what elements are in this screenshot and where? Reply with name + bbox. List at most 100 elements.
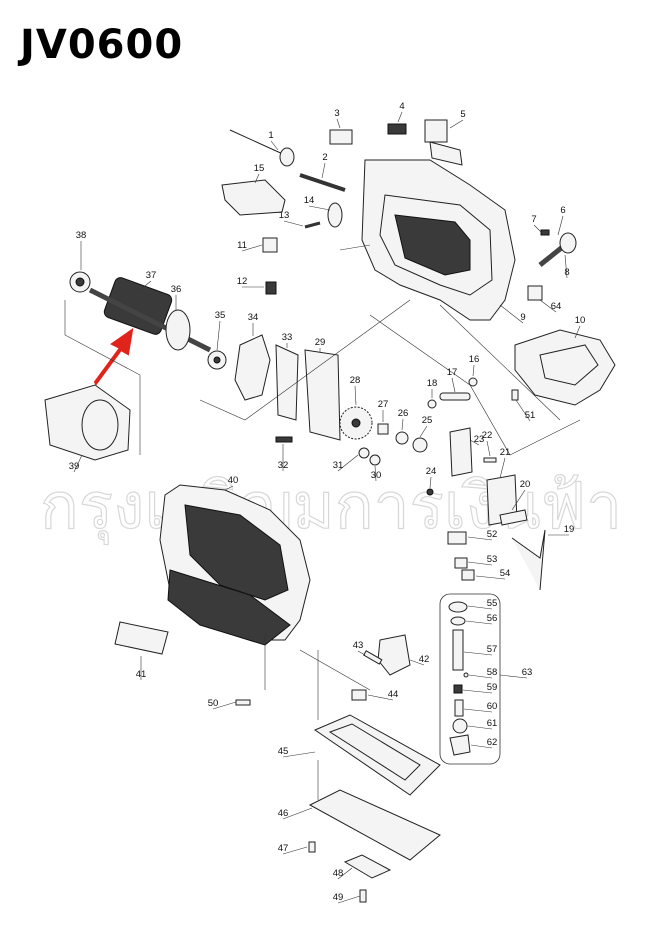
part-number-12: 12 — [237, 276, 248, 287]
part-number-39: 39 — [69, 461, 80, 472]
part-number-63: 63 — [522, 667, 533, 678]
part-number-32: 32 — [278, 460, 289, 471]
ball-58 — [463, 672, 469, 678]
leader-line-15 — [254, 173, 260, 184]
needle-bearing-27 — [377, 423, 389, 435]
leader-line-45 — [282, 751, 316, 758]
plunger-57 — [452, 629, 464, 671]
leader-line-64 — [539, 299, 557, 313]
leader-line-16 — [472, 364, 475, 377]
carbon-brush-12 — [265, 281, 277, 295]
leader-line-55 — [467, 605, 493, 610]
plate-20 — [499, 509, 528, 526]
part-number-64: 64 — [551, 301, 562, 312]
leader-line-54 — [475, 575, 506, 580]
o-ring-18 — [427, 399, 437, 409]
part-number-59: 59 — [487, 682, 498, 693]
ring-56 — [450, 616, 466, 626]
screw-50 — [235, 699, 251, 706]
washer-54 — [461, 569, 475, 581]
bearing-26 — [395, 431, 409, 445]
red-arrow — [93, 327, 134, 386]
leader-line-11 — [241, 244, 263, 252]
switch-cover-15 — [221, 179, 286, 216]
part-number-15: 15 — [254, 163, 265, 174]
part-number-35: 35 — [215, 310, 226, 321]
leader-line-44 — [367, 694, 394, 701]
part-number-21: 21 — [500, 447, 511, 458]
leader-line-13 — [283, 220, 304, 227]
connector-4 — [387, 123, 407, 135]
pin-43 — [363, 650, 383, 665]
leader-line-24 — [429, 476, 432, 489]
leader-line-10 — [574, 325, 581, 339]
leader-line-9 — [499, 304, 524, 324]
part-number-1: 1 — [268, 130, 273, 141]
part-number-45: 45 — [278, 746, 289, 757]
leader-line-37 — [139, 280, 152, 291]
spring-61 — [452, 718, 468, 734]
part-number-54: 54 — [500, 568, 511, 579]
leader-line-50 — [212, 701, 237, 710]
armature-37 — [88, 277, 212, 353]
housing-40 — [159, 484, 311, 646]
part-number-25: 25 — [422, 415, 433, 426]
part-number-47: 47 — [278, 843, 289, 854]
capacitor-3 — [329, 129, 353, 145]
part-number-13: 13 — [279, 210, 290, 221]
guide-29 — [304, 349, 341, 441]
leader-line-63 — [499, 674, 528, 679]
part-number-30: 30 — [371, 470, 382, 481]
leader-line-1 — [270, 140, 279, 151]
label-41 — [114, 621, 169, 655]
sleeve-62 — [449, 734, 471, 756]
leader-line-58 — [468, 674, 493, 679]
o-ring-16 — [468, 377, 478, 387]
part-number-41: 41 — [136, 669, 147, 680]
part-number-6: 6 — [560, 205, 565, 216]
leader-line-60 — [463, 708, 493, 713]
part-number-3: 3 — [334, 108, 339, 119]
pin-22 — [483, 457, 497, 463]
leader-line-2 — [321, 162, 326, 179]
leader-line-47 — [282, 846, 308, 855]
leader-line-21 — [499, 457, 506, 479]
leader-line-56 — [465, 620, 493, 625]
leader-line-61 — [467, 725, 493, 730]
leader-line-31 — [337, 454, 359, 472]
part-number-8: 8 — [564, 267, 569, 278]
leader-line-57 — [463, 651, 493, 656]
leader-line-40 — [224, 485, 234, 491]
part-number-57: 57 — [487, 644, 498, 655]
part-number-53: 53 — [487, 554, 498, 565]
assembly-lines — [64, 244, 581, 800]
leader-line-20 — [511, 489, 526, 511]
part-number-10: 10 — [575, 315, 586, 326]
leader-line-22 — [486, 440, 491, 457]
part-number-61: 61 — [487, 718, 498, 729]
leader-line-49 — [337, 895, 361, 904]
housing-half — [361, 159, 516, 321]
shoe-42 — [377, 634, 411, 676]
switch-handle-1 — [229, 129, 295, 167]
part-number-11: 11 — [237, 240, 247, 251]
part-number-46: 46 — [278, 808, 289, 819]
part-number-26: 26 — [398, 408, 409, 419]
leader-line-28 — [354, 385, 357, 406]
switch-5 — [424, 119, 463, 166]
holder-box-63 — [439, 593, 501, 765]
watermark-text: กรุงเจริญมการเงินฟ้า — [40, 470, 622, 545]
pin-60 — [454, 699, 464, 717]
wrench-19 — [511, 529, 546, 591]
part-number-44: 44 — [388, 689, 399, 700]
part-number-34: 34 — [248, 312, 259, 323]
part-number-62: 62 — [487, 737, 498, 748]
lever-10 — [514, 329, 616, 406]
slider-23 — [449, 427, 473, 477]
spring-59 — [453, 684, 463, 694]
bearing-35 — [207, 350, 227, 370]
gear-28 — [339, 406, 373, 440]
part-number-60: 60 — [487, 701, 498, 712]
